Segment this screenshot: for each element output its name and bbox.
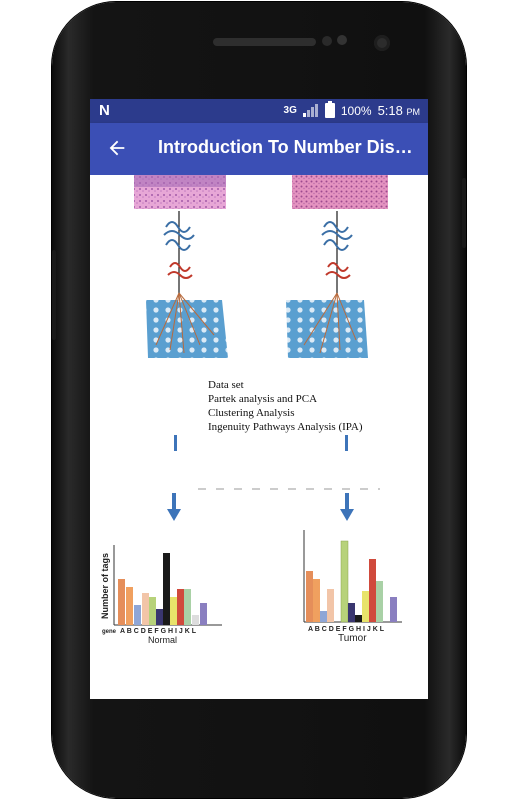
screen: N 3G 100% 5:18 PM Introduction To Number… [90,99,428,699]
step-line: Clustering Analysis [208,407,295,419]
light-sensor [337,35,347,45]
tumor-xlabel: Tumor [338,633,367,644]
front-camera [374,35,390,51]
earpiece-speaker [213,38,316,46]
battery-icon [324,101,335,118]
battery-percent: 100% [340,103,372,118]
analysis-steps-text: Data set Partek analysis and PCA Cluster… [208,378,363,434]
page-title: Introduction To Number Dis… [158,137,413,157]
normal-extraction-diagram [146,211,228,358]
clock: 5:18 PM [378,103,420,118]
step-line: Partek analysis and PCA [208,393,318,405]
clock-ampm: PM [406,107,421,117]
signal-icon [302,104,319,117]
tumor-tissue-image [292,175,388,209]
clock-time: 5:18 [377,103,403,118]
normal-gene-label: gene [102,629,117,635]
step-line: Ingenuity Pathways Analysis (IPA) [208,421,363,433]
step-line: Data set [208,379,244,391]
normal-ylabel: Number of tags [100,553,110,619]
tumor-bar-chart: A B C D E F G H I J K L Tumor [303,530,402,644]
content-area[interactable]: Number of tags gene A B C D E F G H I J … [90,175,428,699]
app-bar: Introduction To Number Dis… [90,123,428,175]
tumor-flow-marker [345,435,348,451]
workflow-figure: Number of tags gene A B C D E F G H I J … [100,175,402,645]
network-type: 3G [283,105,297,116]
normal-bar-chart: Number of tags gene A B C D E F G H I J … [100,545,222,645]
status-bar: N 3G 100% 5:18 PM [90,99,428,123]
tumor-letters: A B C D E F G H I J K L [308,626,385,633]
normal-flow-marker [174,435,177,451]
n-app-icon: N [99,102,110,119]
status-indicators: 3G 100% 5:18 PM [283,101,420,118]
tumor-extraction-diagram [286,211,368,358]
normal-xlabel: Normal [148,635,177,645]
normal-letters: A B C D E F G H I J K L [120,628,197,635]
volume-button [52,250,56,340]
arrow-back-icon[interactable] [106,137,128,159]
tumor-down-arrow [340,493,354,521]
proximity-sensor [322,36,332,46]
power-button [462,178,466,248]
normal-down-arrow [167,493,181,521]
normal-tissue-image [134,175,226,209]
